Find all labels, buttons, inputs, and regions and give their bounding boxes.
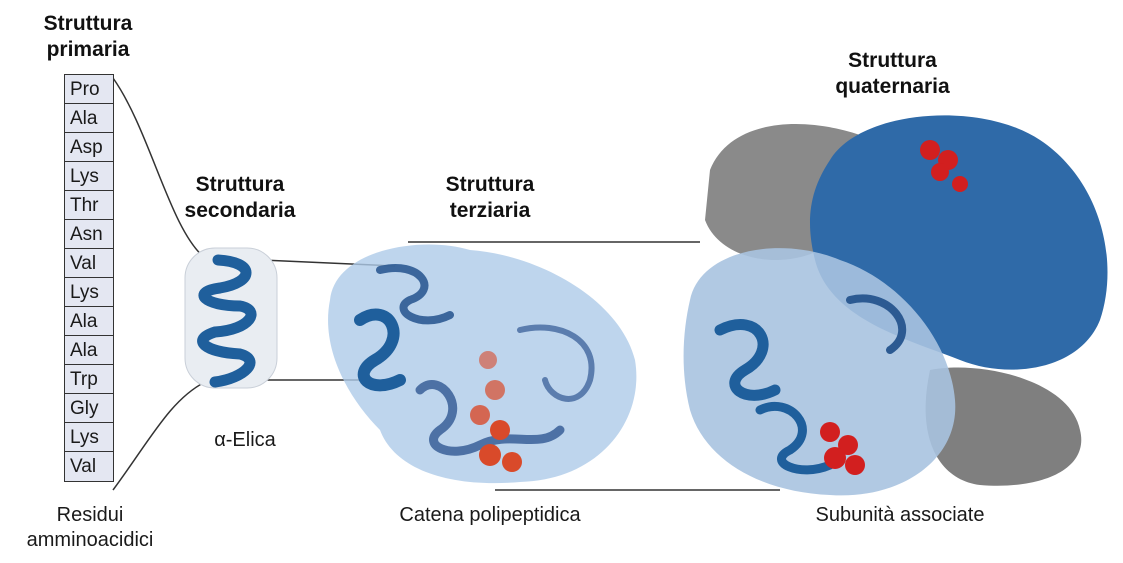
residue-item: Asn [65, 220, 113, 249]
polypeptide-chain-image [328, 244, 637, 484]
residue-item: Lys [65, 423, 113, 452]
connector-primary-top [112, 77, 206, 259]
residue-item: Asp [65, 133, 113, 162]
residue-item: Gly [65, 394, 113, 423]
associated-subunits-image [683, 115, 1108, 496]
residue-item: Thr [65, 191, 113, 220]
title-secondary-structure: Struttura secondaria [184, 173, 296, 222]
residue-item: Ala [65, 104, 113, 133]
heme-group-top [920, 140, 968, 192]
connector-lines [112, 77, 780, 491]
title-primary-structure: Struttura primaria [43, 12, 133, 61]
residue-item: Pro [65, 75, 113, 104]
residue-list: Pro Ala Asp Lys Thr Asn Val Lys Ala Ala … [64, 74, 114, 482]
heme-group-bottom [820, 422, 865, 475]
residue-item: Lys [65, 162, 113, 191]
caption-residues: Residui amminoacidici [26, 504, 154, 551]
title-tertiary-structure: Struttura terziaria [445, 173, 535, 222]
residue-item: Ala [65, 336, 113, 365]
caption-associated-subunits: Subunità associate [815, 504, 985, 526]
caption-polypeptide-chain: Catena polipeptidica [399, 504, 581, 526]
residue-item: Val [65, 249, 113, 278]
residue-item: Ala [65, 307, 113, 336]
residue-item: Lys [65, 278, 113, 307]
title-quaternary-structure: Struttura quaternaria [835, 49, 950, 98]
alpha-helix-image [184, 247, 278, 389]
residue-item: Trp [65, 365, 113, 394]
residue-item: Val [65, 452, 113, 481]
connector-primary-bottom [112, 381, 206, 491]
caption-alpha-helix: α-Elica [214, 429, 276, 451]
